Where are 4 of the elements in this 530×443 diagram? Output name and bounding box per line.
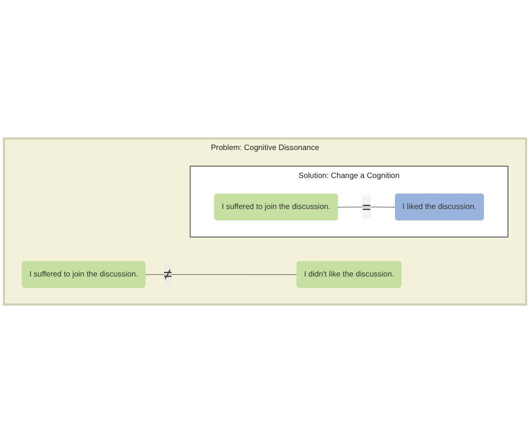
edge-label: = <box>362 198 372 216</box>
connector <box>338 206 396 208</box>
edge-label: ≠ <box>163 266 172 284</box>
connector <box>145 274 298 275</box>
